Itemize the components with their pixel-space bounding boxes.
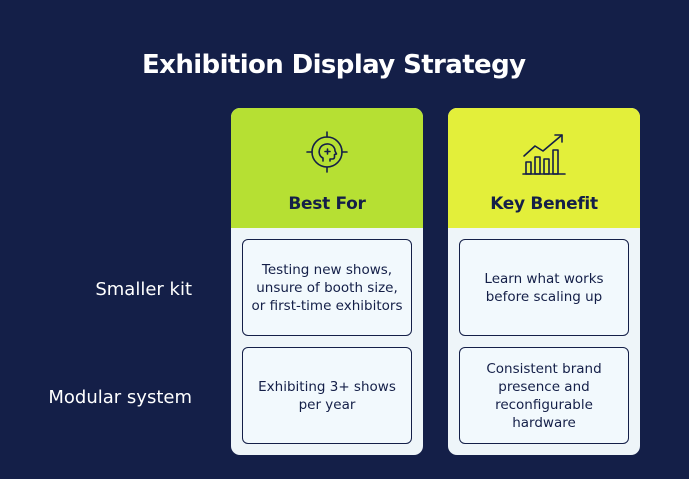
column-title: Best For bbox=[288, 194, 366, 214]
column-header-key-benefit: Key Benefit bbox=[448, 108, 640, 228]
column-key-benefit: Key Benefit Learn what works before scal… bbox=[448, 108, 640, 455]
cell-key-benefit-modular-system: Consistent brand presence and reconfigur… bbox=[459, 347, 629, 444]
page-title: Exhibition Display Strategy bbox=[142, 50, 526, 80]
row-label-modular-system: Modular system bbox=[48, 387, 192, 408]
column-header-best-for: Best For bbox=[231, 108, 423, 228]
column-title: Key Benefit bbox=[490, 194, 598, 214]
target-head-icon bbox=[231, 130, 423, 180]
column-best-for: Best For Testing new shows, unsure of bo… bbox=[231, 108, 423, 455]
cell-best-for-modular-system: Exhibiting 3+ shows per year bbox=[242, 347, 412, 444]
growth-chart-icon bbox=[448, 130, 640, 180]
row-label-smaller-kit: Smaller kit bbox=[95, 279, 192, 300]
cell-key-benefit-smaller-kit: Learn what works before scaling up bbox=[459, 239, 629, 336]
cell-best-for-smaller-kit: Testing new shows, unsure of booth size,… bbox=[242, 239, 412, 336]
